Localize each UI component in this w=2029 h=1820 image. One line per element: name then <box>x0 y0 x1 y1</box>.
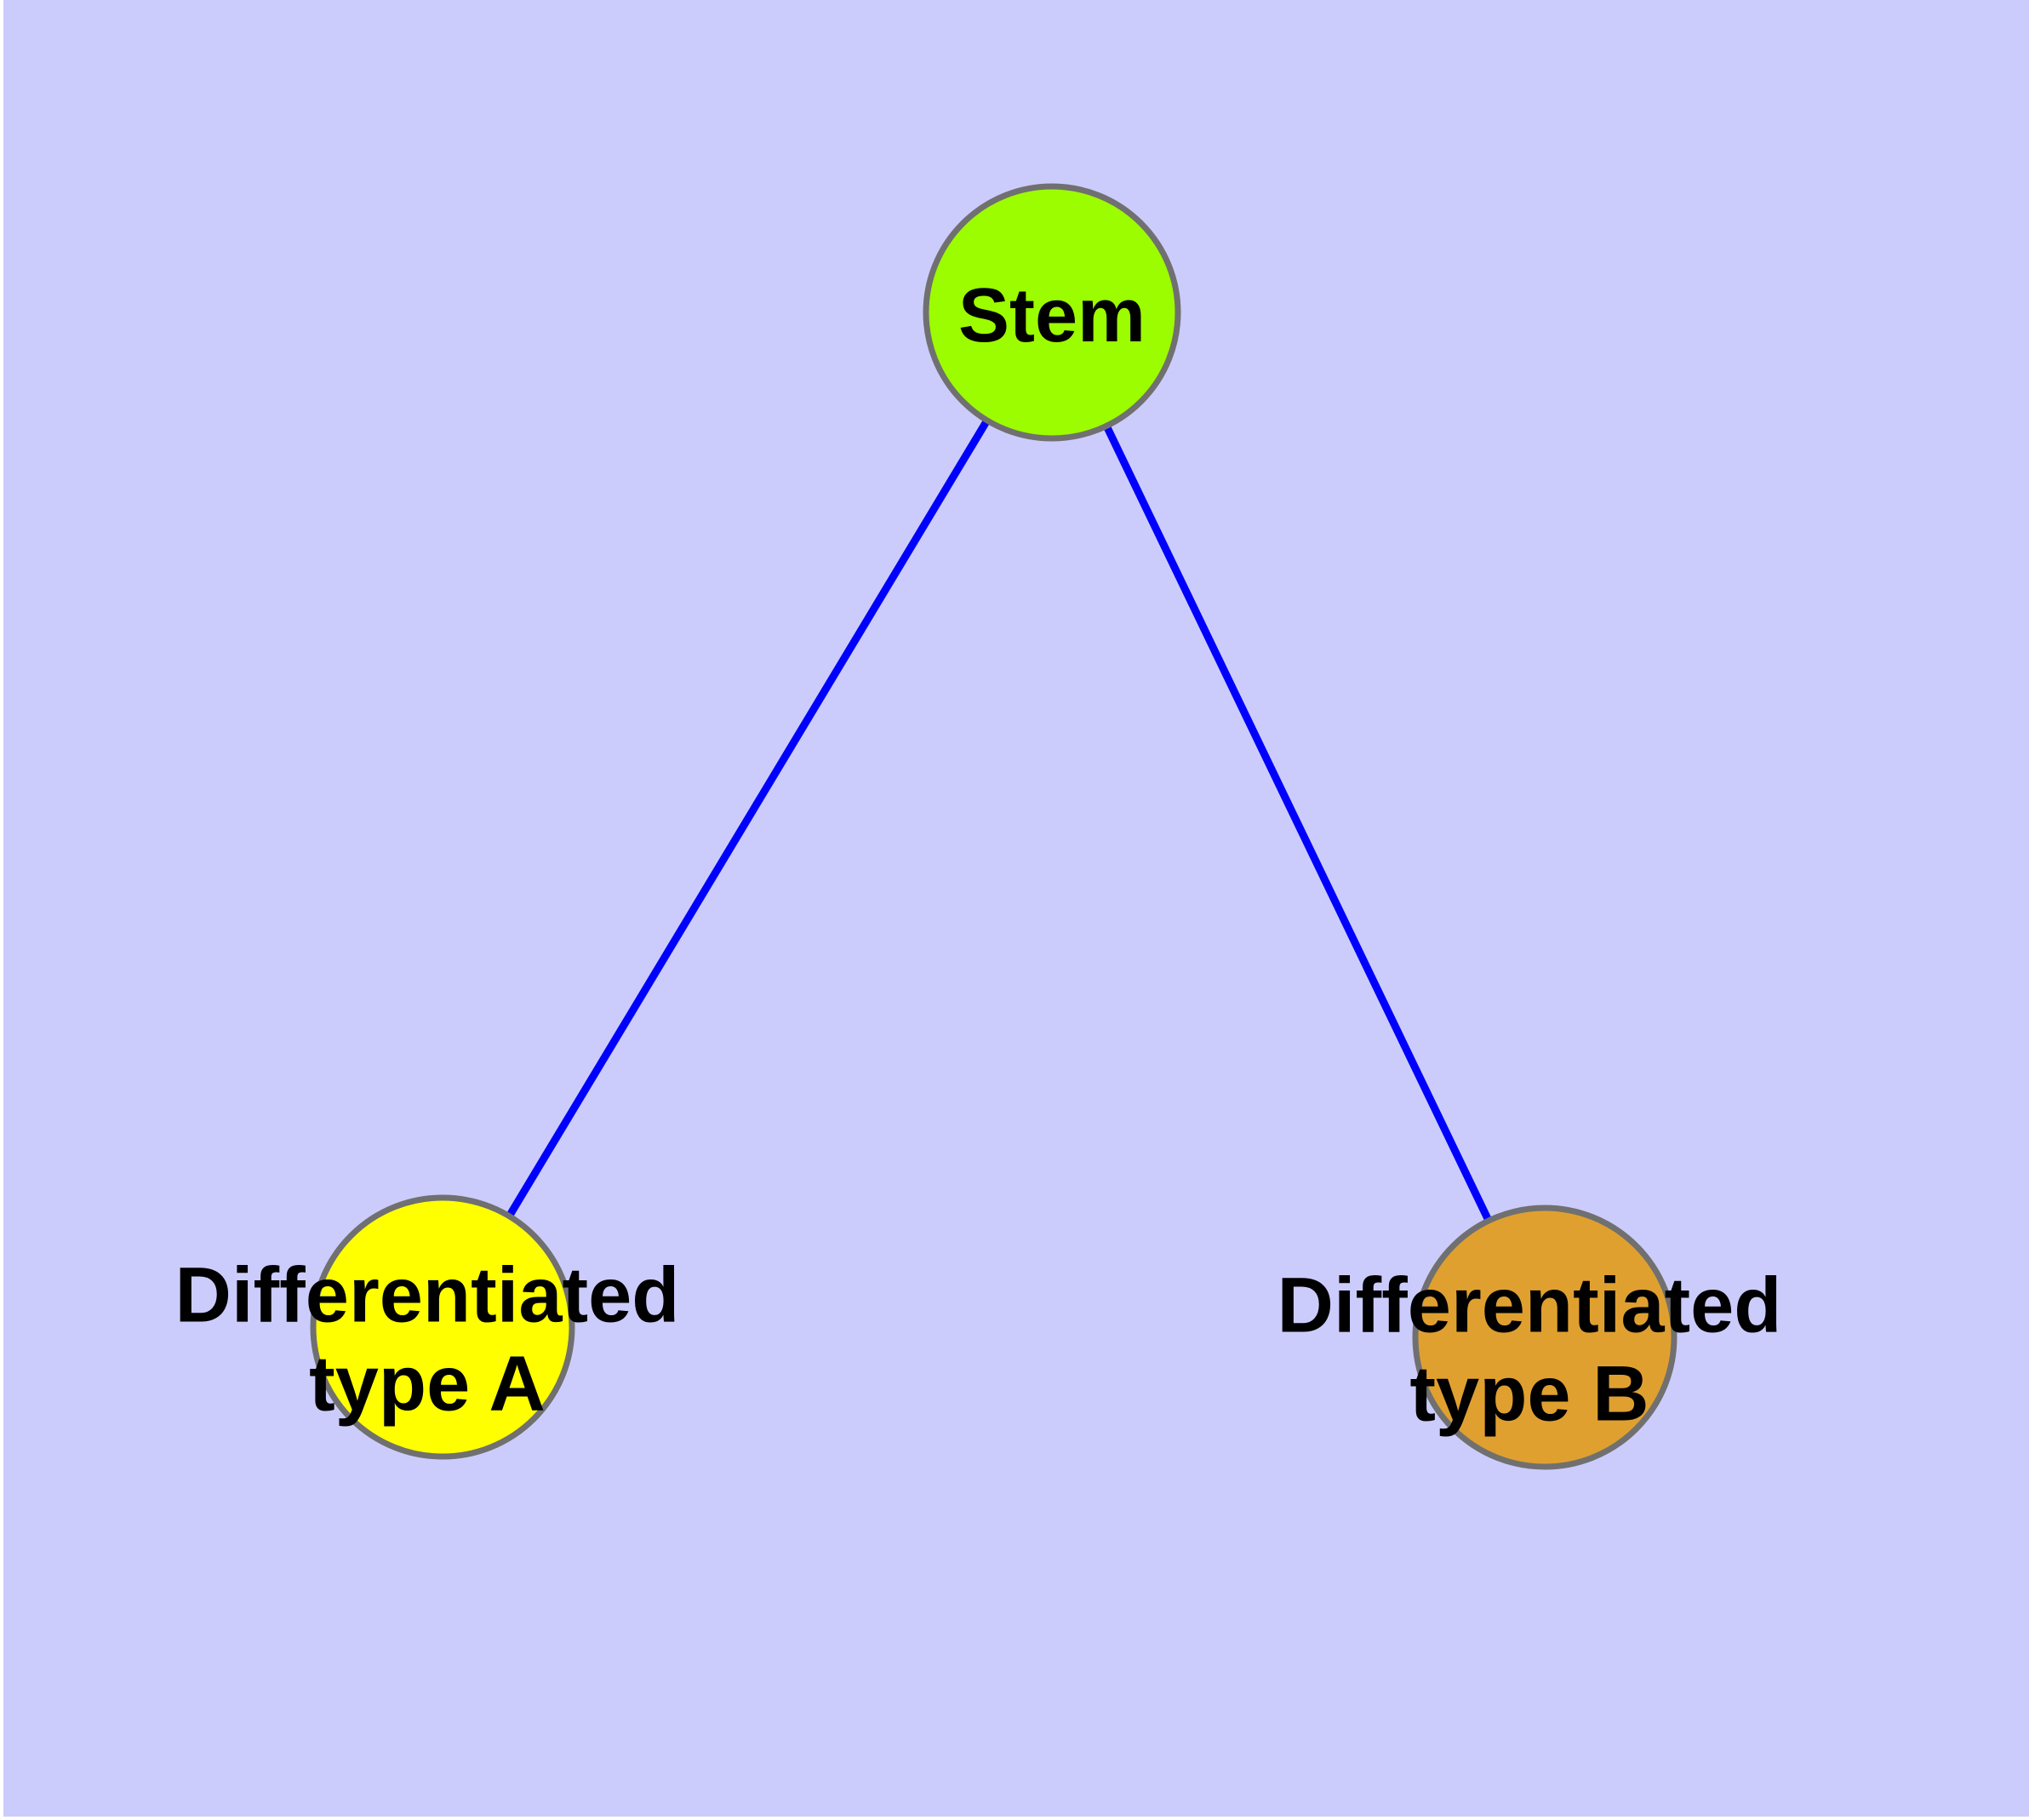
diagram-plot-area: Stem Differentiated type A Differentiate… <box>3 0 2029 1817</box>
edge-stem-to-differentiated-type-b[interactable] <box>1048 311 1549 1339</box>
node-layer: Stem Differentiated type A Differentiate… <box>175 183 1782 1470</box>
node-stem-label: Stem <box>958 273 1146 358</box>
node-differentiated-type-b[interactable]: Differentiated type B <box>1277 1205 1782 1470</box>
node-differentiated-type-b-circle[interactable] <box>1412 1205 1677 1470</box>
edge-layer <box>439 310 1549 1339</box>
node-differentiated-type-b-label-line1: Differentiated <box>1277 1262 1782 1348</box>
node-differentiated-type-a-label-line2: type A <box>309 1340 546 1427</box>
node-differentiated-type-b-label-line2: type B <box>1409 1350 1649 1437</box>
cell-lineage-graph: Stem Differentiated type A Differentiate… <box>175 183 1782 1470</box>
node-stem-circle[interactable] <box>923 183 1181 442</box>
node-stem[interactable]: Stem <box>923 183 1181 442</box>
node-differentiated-type-a-label-line1: Differentiated <box>175 1251 680 1338</box>
node-differentiated-type-a-circle[interactable] <box>310 1194 575 1460</box>
edge-stem-to-differentiated-type-a[interactable] <box>439 310 1055 1330</box>
node-differentiated-type-a[interactable]: Differentiated type A <box>175 1194 680 1460</box>
